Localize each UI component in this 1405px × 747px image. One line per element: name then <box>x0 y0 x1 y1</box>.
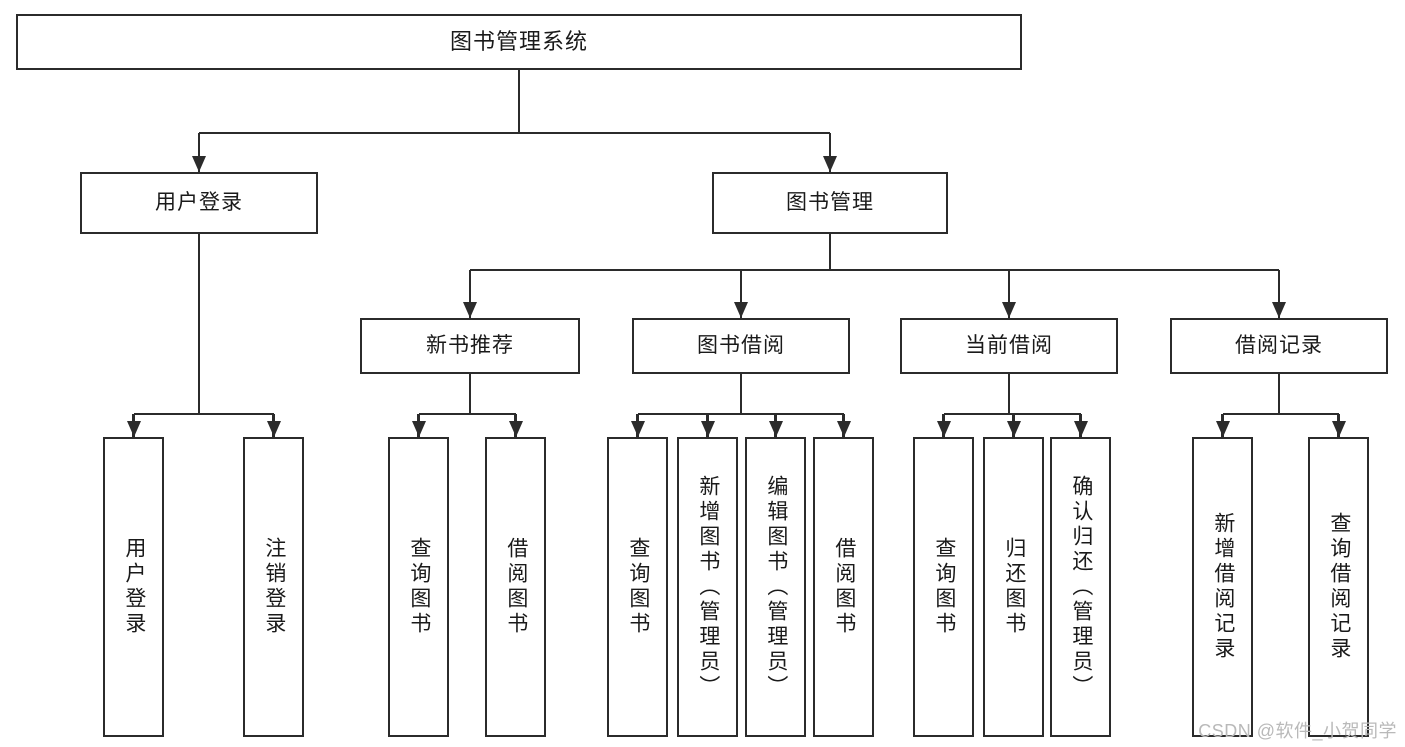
node-leaf-query-book-3-label: 查询图书 <box>932 537 956 637</box>
connector-root-bus <box>199 131 830 135</box>
connector-book-management-bus <box>470 268 1279 272</box>
node-leaf-user-login[interactable]: 用户登录 <box>103 437 164 737</box>
node-leaf-add-book-label: 新增图书（管理员） <box>696 474 720 700</box>
node-borrow-record-label: 借阅记录 <box>1235 333 1323 357</box>
arrow-head-icon <box>630 421 645 437</box>
arrow-head-icon <box>768 421 783 437</box>
node-leaf-add-record[interactable]: 新增借阅记录 <box>1192 437 1253 737</box>
node-leaf-user-logout-label: 注销登录 <box>262 537 286 637</box>
connector-book-management-stem <box>828 234 832 270</box>
node-leaf-query-book-3[interactable]: 查询图书 <box>913 437 974 737</box>
root-node-book-management-system-label: 图书管理系统 <box>449 29 588 55</box>
connector-current-borrow-bus <box>943 412 1081 416</box>
node-leaf-confirm-return[interactable]: 确认归还（管理员） <box>1050 437 1111 737</box>
arrow-head-icon <box>700 421 715 437</box>
node-current-borrow[interactable]: 当前借阅 <box>900 318 1118 374</box>
node-leaf-query-book-1-label: 查询图书 <box>407 537 431 637</box>
node-user-login[interactable]: 用户登录 <box>80 172 318 234</box>
node-current-borrow-label: 当前借阅 <box>965 333 1053 357</box>
connector-new-book-recommend-stem <box>468 374 472 414</box>
node-leaf-add-record-label: 新增借阅记录 <box>1211 512 1235 662</box>
connector-to-book-management <box>828 133 832 172</box>
connector-new-book-recommend-bus <box>418 412 516 416</box>
connector-to-new-book-recommend <box>468 270 472 318</box>
node-book-borrow-label: 图书借阅 <box>697 333 785 357</box>
node-leaf-borrow-book-2-label: 借阅图书 <box>832 537 856 637</box>
arrow-head-icon <box>1073 421 1088 437</box>
node-book-management[interactable]: 图书管理 <box>712 172 948 234</box>
arrow-head-icon <box>936 421 951 437</box>
node-leaf-borrow-book-1[interactable]: 借阅图书 <box>485 437 546 737</box>
node-leaf-query-record-label: 查询借阅记录 <box>1327 512 1351 662</box>
node-leaf-query-record[interactable]: 查询借阅记录 <box>1308 437 1369 737</box>
node-leaf-edit-book[interactable]: 编辑图书（管理员） <box>745 437 806 737</box>
arrow-head-icon <box>126 421 141 437</box>
connector-borrow-record-stem <box>1277 374 1281 414</box>
arrow-head-icon <box>508 421 523 437</box>
connector-current-borrow-stem <box>1007 374 1011 414</box>
connector-to-current-borrow <box>1007 270 1011 318</box>
arrow-head-icon <box>734 302 748 318</box>
arrow-head-icon <box>1006 421 1021 437</box>
arrow-head-icon <box>463 302 477 318</box>
node-leaf-query-book-2[interactable]: 查询图书 <box>607 437 668 737</box>
connector-to-user-login <box>197 133 201 172</box>
arrow-head-icon <box>1002 302 1016 318</box>
connector-book-borrow-stem <box>739 374 743 414</box>
node-borrow-record[interactable]: 借阅记录 <box>1170 318 1388 374</box>
node-leaf-borrow-book-1-label: 借阅图书 <box>504 537 528 637</box>
connector-borrow-record-bus <box>1222 412 1339 416</box>
connector-to-borrow-record <box>1277 270 1281 318</box>
connector-to-book-borrow <box>739 270 743 318</box>
node-user-login-label: 用户登录 <box>155 190 243 214</box>
node-new-book-recommend[interactable]: 新书推荐 <box>360 318 580 374</box>
connector-root-stem <box>517 70 521 133</box>
node-leaf-edit-book-label: 编辑图书（管理员） <box>764 474 788 700</box>
node-leaf-query-book-1[interactable]: 查询图书 <box>388 437 449 737</box>
node-book-management-label: 图书管理 <box>786 190 874 214</box>
arrow-head-icon <box>1331 421 1346 437</box>
arrow-head-icon <box>823 156 837 172</box>
arrow-head-icon <box>411 421 426 437</box>
connector-user-login-bus <box>133 412 274 416</box>
node-leaf-add-book[interactable]: 新增图书（管理员） <box>677 437 738 737</box>
connector-book-borrow-bus <box>637 412 844 416</box>
node-leaf-confirm-return-label: 确认归还（管理员） <box>1069 474 1093 700</box>
node-leaf-borrow-book-2[interactable]: 借阅图书 <box>813 437 874 737</box>
arrow-head-icon <box>836 421 851 437</box>
node-leaf-return-book[interactable]: 归还图书 <box>983 437 1044 737</box>
root-node-book-management-system[interactable]: 图书管理系统 <box>16 14 1022 70</box>
arrow-head-icon <box>1215 421 1230 437</box>
arrow-head-icon <box>192 156 206 172</box>
node-leaf-user-login-label: 用户登录 <box>122 537 146 637</box>
csdn-watermark: CSDN @软件_小贺同学 <box>1198 721 1397 741</box>
node-new-book-recommend-label: 新书推荐 <box>426 333 514 357</box>
node-book-borrow[interactable]: 图书借阅 <box>632 318 850 374</box>
node-leaf-user-logout[interactable]: 注销登录 <box>243 437 304 737</box>
arrow-head-icon <box>266 421 281 437</box>
node-leaf-return-book-label: 归还图书 <box>1002 537 1026 637</box>
arrow-head-icon <box>1272 302 1286 318</box>
connector-user-login-stem <box>197 234 201 414</box>
node-leaf-query-book-2-label: 查询图书 <box>626 537 650 637</box>
